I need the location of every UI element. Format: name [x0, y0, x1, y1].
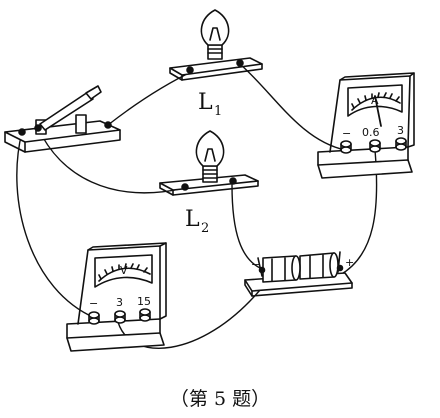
battery-plus-label: +: [345, 256, 354, 269]
ammeter-terminal-0-6: 0.6: [362, 126, 380, 139]
wire-switch-to-voltmeter-minus: [16, 131, 96, 319]
lamp-l1: [169, 9, 263, 81]
battery-holder: [244, 251, 353, 297]
lamp-l2-label: L: [185, 207, 200, 232]
lamp-l2-subscript: 2: [201, 221, 209, 236]
battery-minus-label: −: [251, 258, 260, 271]
figure-caption: （第 5 题）: [170, 388, 270, 410]
wire-lamp2-to-battery: [231, 184, 266, 271]
voltmeter: [66, 242, 167, 352]
ammeter-terminal-3: 3: [397, 124, 404, 137]
ammeter: [317, 72, 415, 179]
voltmeter-terminal-3: 3: [116, 296, 123, 309]
wire-switch-to-lamp2: [37, 127, 186, 194]
wire-lamp1-to-ammeter-minus: [239, 63, 346, 151]
lamp-l1-subscript: 1: [214, 104, 222, 119]
ammeter-symbol: A: [371, 94, 379, 107]
ammeter-terminal-minus: −: [342, 127, 351, 140]
voltmeter-terminal-15: 15: [137, 295, 151, 308]
lamp-l2: [159, 130, 259, 196]
voltmeter-symbol: V: [120, 264, 128, 277]
lamp-l1-label: L: [198, 90, 213, 115]
voltmeter-terminal-minus: −: [89, 297, 98, 310]
knife-switch: [4, 85, 121, 153]
